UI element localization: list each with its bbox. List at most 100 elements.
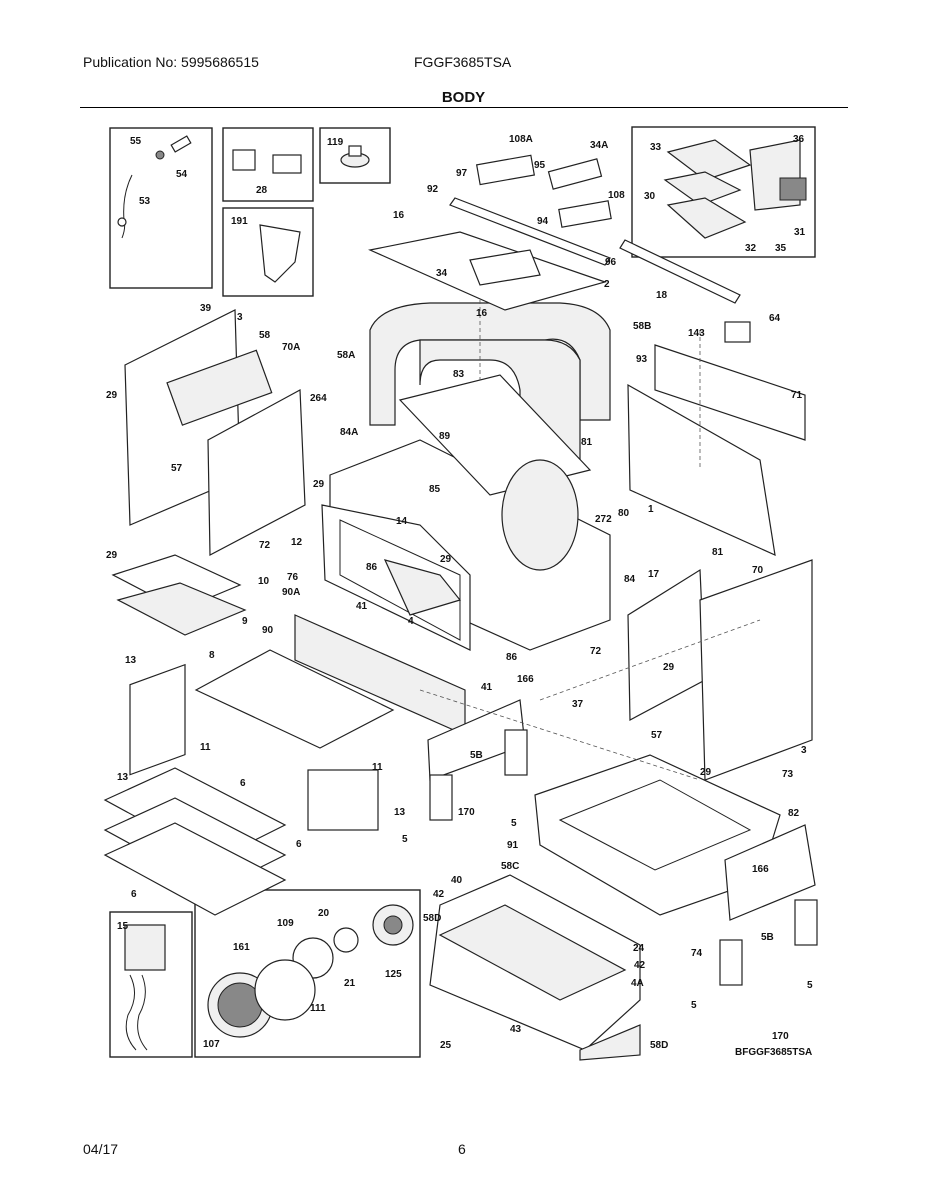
callout-58B: 58B — [633, 321, 651, 332]
callout-5: 5 — [691, 1000, 697, 1011]
callout-34: 34 — [436, 268, 448, 279]
callout-41: 41 — [481, 682, 493, 693]
oven-bottom-8 — [194, 649, 395, 749]
callout-96: 96 — [605, 257, 617, 268]
callout-15: 15 — [117, 921, 129, 932]
rear-panel-1 — [627, 321, 806, 557]
callout-42: 42 — [634, 960, 646, 971]
callout-29: 29 — [440, 554, 452, 565]
callout-191: 191 — [231, 216, 248, 227]
callout-34A: 34A — [590, 140, 608, 151]
callout-57: 57 — [651, 730, 663, 741]
vent-assembly-108 — [449, 154, 612, 266]
callout-5B: 5B — [761, 932, 774, 943]
diagram-reference-code: BFGGF3685TSA — [735, 1047, 813, 1058]
callout-20: 20 — [318, 908, 330, 919]
callout-5: 5 — [511, 818, 517, 829]
page-number: 6 — [458, 1141, 466, 1157]
callout-76: 76 — [287, 572, 299, 583]
broil-pan-9-10 — [111, 554, 247, 636]
callout-14: 14 — [396, 516, 408, 527]
callout-54: 54 — [176, 169, 188, 180]
inset-box-convection-fan — [194, 889, 421, 1058]
callout-24: 24 — [633, 943, 645, 954]
callout-161: 161 — [233, 942, 250, 953]
callout-264: 264 — [310, 393, 327, 404]
callout-70A: 70A — [282, 342, 300, 353]
callout-40: 40 — [451, 875, 463, 886]
callout-13: 13 — [125, 655, 137, 666]
callout-58C: 58C — [501, 861, 519, 872]
gas-valve-part — [117, 135, 192, 239]
callout-11: 11 — [372, 762, 383, 773]
callout-29: 29 — [106, 390, 118, 401]
callout-72: 72 — [259, 540, 271, 551]
callout-72: 72 — [590, 646, 602, 657]
inset-box-191 — [222, 207, 314, 297]
callout-16: 16 — [476, 308, 488, 319]
callout-107: 107 — [203, 1039, 220, 1050]
callout-64: 64 — [769, 313, 781, 324]
callout-109: 109 — [277, 918, 294, 929]
callout-5B: 5B — [470, 750, 483, 761]
oven-racks-6 — [103, 767, 287, 916]
callout-4: 4 — [408, 616, 414, 627]
door-frame-76 — [321, 504, 471, 651]
insulation-blocks — [663, 139, 807, 239]
inset-box-15 — [109, 911, 193, 1058]
callout-4A: 4A — [631, 978, 644, 989]
inset-box-119 — [319, 127, 391, 184]
side-panel-right-57 — [627, 559, 813, 781]
callout-42: 42 — [433, 889, 445, 900]
callout-83: 83 — [453, 369, 465, 380]
callout-74: 74 — [691, 948, 703, 959]
callout-58A: 58A — [337, 350, 355, 361]
callout-91: 91 — [507, 840, 519, 851]
callout-58D: 58D — [423, 913, 441, 924]
storage-drawer-25 — [429, 874, 641, 1061]
callout-80: 80 — [618, 508, 630, 519]
callout-39: 39 — [200, 303, 212, 314]
callout-143: 143 — [688, 328, 705, 339]
callout-58: 58 — [259, 330, 271, 341]
callout-13: 13 — [117, 772, 129, 783]
callout-16: 16 — [393, 210, 405, 221]
callout-90: 90 — [262, 625, 274, 636]
callout-11: 11 — [200, 742, 211, 753]
inset-box-insulation — [631, 126, 816, 258]
convection-fan-assembly — [207, 904, 414, 1038]
callout-272: 272 — [595, 514, 612, 525]
leg-bracket-5B-d — [719, 939, 743, 986]
callout-18: 18 — [656, 290, 668, 301]
side-panel-left-57 — [124, 309, 306, 556]
callout-86: 86 — [366, 562, 378, 573]
publication-number: Publication No: 5995686515 — [83, 54, 259, 70]
callout-29: 29 — [313, 479, 325, 490]
bracket-166 — [724, 824, 816, 921]
thermostat-119-part — [340, 145, 370, 168]
bracket-28-part — [232, 149, 302, 174]
callout-6: 6 — [131, 889, 137, 900]
callout-labels: 55 54 53 28 119 191 108A 97 95 92 94 108… — [106, 134, 813, 1051]
callout-9: 9 — [242, 616, 248, 627]
callout-94: 94 — [537, 216, 549, 227]
callout-82: 82 — [788, 808, 800, 819]
callout-166: 166 — [517, 674, 534, 685]
callout-43: 43 — [510, 1024, 522, 1035]
callout-93: 93 — [636, 354, 648, 365]
callout-41: 41 — [356, 601, 368, 612]
callout-36: 36 — [793, 134, 805, 145]
callout-32: 32 — [745, 243, 757, 254]
callout-31: 31 — [794, 227, 806, 238]
callout-166: 166 — [752, 864, 769, 875]
callout-86: 86 — [506, 652, 518, 663]
callout-29: 29 — [663, 662, 675, 673]
callout-1: 1 — [648, 504, 654, 515]
callout-25: 25 — [440, 1040, 452, 1051]
guide-line — [419, 689, 701, 781]
callout-6: 6 — [240, 778, 246, 789]
callout-3: 3 — [801, 745, 807, 756]
callout-6: 6 — [296, 839, 302, 850]
callout-28: 28 — [256, 185, 268, 196]
inset-box-55-54-53 — [109, 127, 213, 289]
